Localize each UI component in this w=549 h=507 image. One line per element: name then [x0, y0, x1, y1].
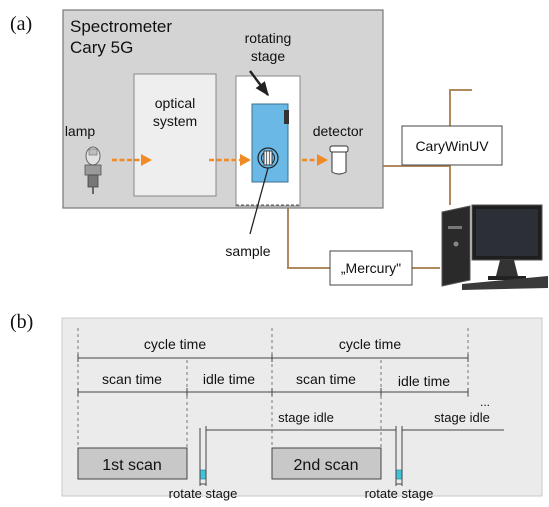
rotate-stage-label-1: rotate stage — [169, 486, 238, 501]
detector-label: detector — [313, 123, 364, 139]
scan-time-label-2: scan time — [296, 371, 356, 387]
stage-idle-label-2: stage idle — [434, 410, 490, 425]
lamp-icon — [84, 146, 102, 194]
rotating-stage — [251, 103, 289, 183]
detector-icon — [329, 145, 349, 175]
carywinuv-label: CaryWinUV — [415, 138, 489, 154]
rotating-stage-label-1: rotating — [245, 30, 292, 46]
continuation-ellipsis: ... — [480, 395, 490, 409]
optical-system-box — [133, 73, 217, 197]
idle-time-label-1: idle time — [203, 371, 255, 387]
carywinuv-box — [401, 125, 503, 166]
cycle-time-lines — [77, 354, 469, 362]
scan-idle-lines — [77, 388, 469, 396]
rotate-ticks — [199, 428, 403, 486]
panel-b-label: (b) — [10, 311, 33, 333]
first-scan-box — [77, 447, 188, 480]
rotate-stage-label-2: rotate stage — [365, 486, 434, 501]
cable-stage-to-mercury — [287, 205, 330, 269]
computer-icon — [441, 204, 548, 290]
spectrometer-box — [62, 9, 384, 209]
optical-system-label-2: system — [153, 113, 197, 129]
beam-arrowhead-2 — [240, 154, 251, 166]
cycle-time-label-1: cycle time — [144, 336, 206, 352]
optical-system-label-1: optical — [155, 95, 195, 111]
rotate-marker-1 — [199, 469, 207, 480]
cycle-time-label-2: cycle time — [339, 336, 401, 352]
mercury-box — [329, 250, 413, 286]
panel-a-label: (a) — [10, 13, 32, 35]
rotate-marker-2 — [395, 469, 403, 480]
first-scan-label: 1st scan — [102, 457, 162, 474]
stage-idle-label-1: stage idle — [278, 410, 334, 425]
sample-pointer — [249, 167, 269, 235]
rotating-stage-label-2: stage — [251, 48, 285, 64]
idle-time-label-2: idle time — [398, 373, 450, 389]
spectrometer-title: Spectrometer — [70, 17, 172, 36]
rotating-stage-pointer — [249, 70, 269, 97]
sample-label: sample — [225, 243, 270, 259]
beam-arrowhead-1 — [141, 154, 152, 166]
second-scan-box — [271, 447, 382, 480]
mercury-label: „Mercury" — [341, 260, 401, 276]
second-scan-label: 2nd scan — [294, 457, 359, 474]
scan-time-label-1: scan time — [102, 371, 162, 387]
beam-arrowhead-3 — [317, 154, 328, 166]
spectrometer-model: Cary 5G — [70, 38, 133, 57]
lamp-label: lamp — [65, 123, 96, 139]
